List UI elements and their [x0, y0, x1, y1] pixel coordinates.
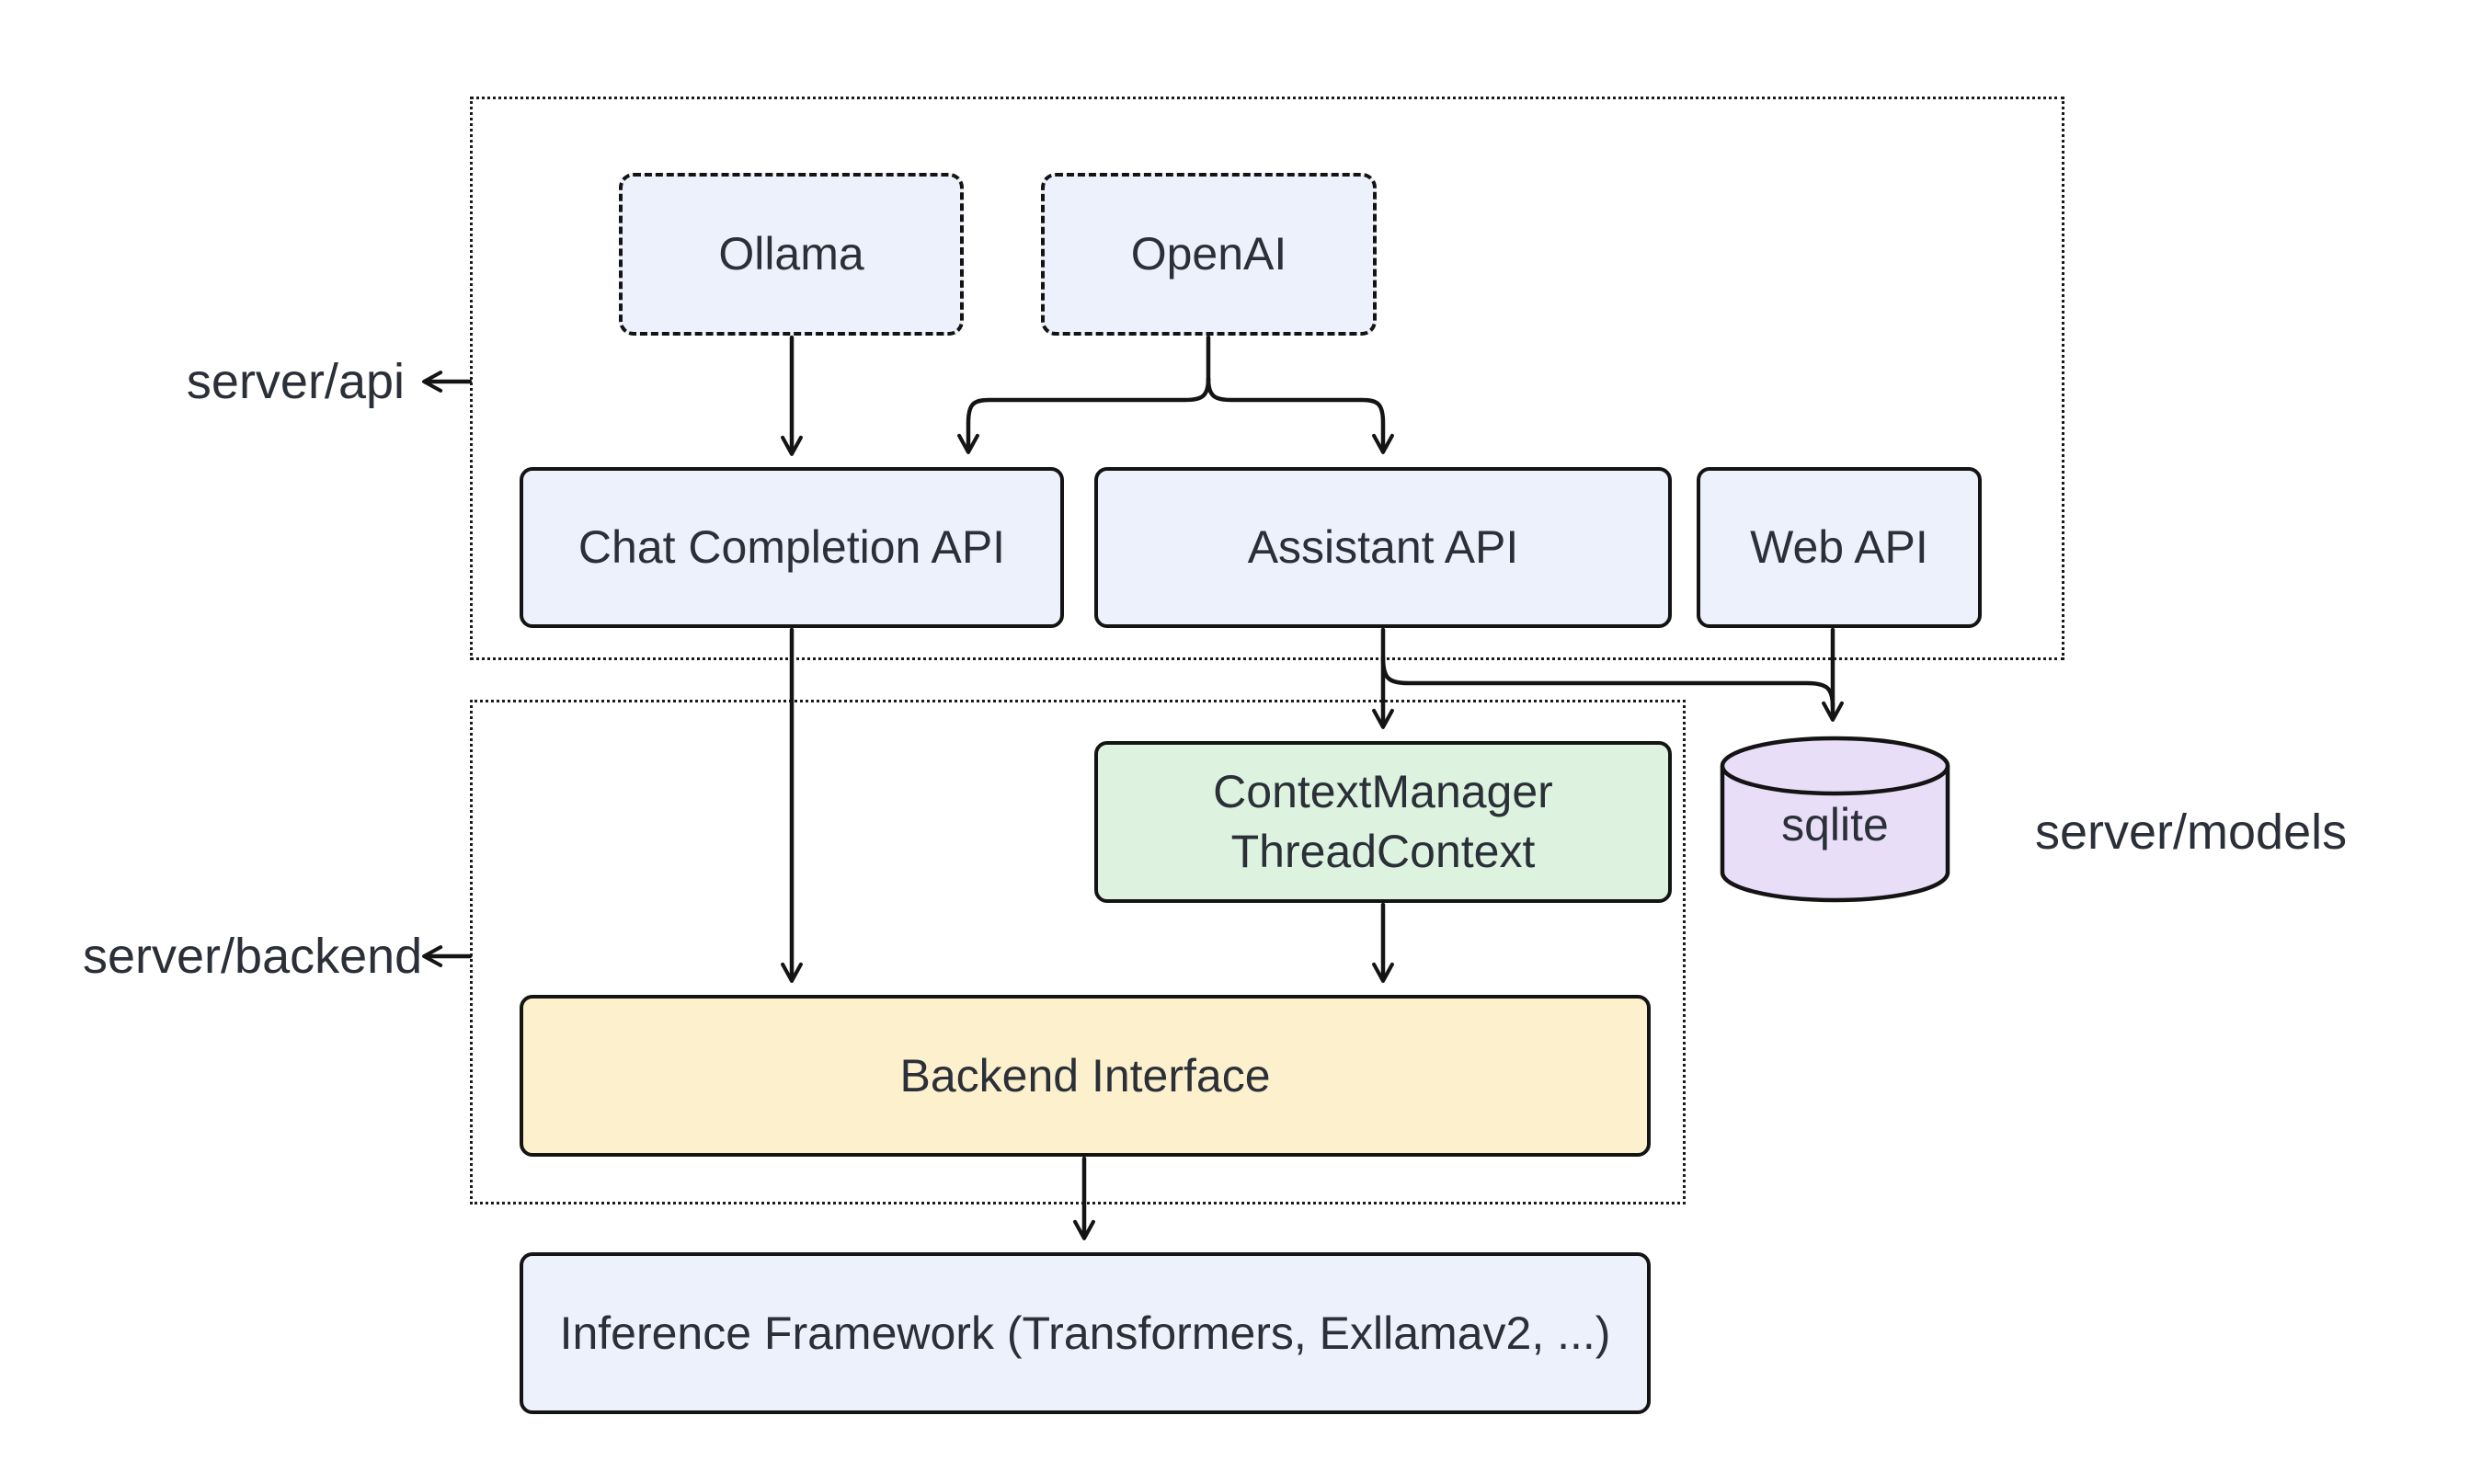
node-backend-interface-label: Backend Interface	[899, 1049, 1271, 1102]
node-web-api: Web API	[1697, 467, 1982, 628]
label-server-api: server/api	[186, 354, 405, 409]
node-chat-completion-api-label: Chat Completion API	[577, 521, 1006, 573]
arrow-openai-to-chat-api	[957, 376, 1211, 454]
node-ollama: Ollama	[619, 173, 964, 336]
node-context-manager-label: ContextManager ThreadContext	[1213, 762, 1553, 882]
node-chat-completion-api: Chat Completion API	[520, 467, 1064, 628]
node-backend-interface: Backend Interface	[520, 995, 1651, 1157]
node-ollama-label: Ollama	[718, 228, 864, 280]
arrow-assistant-api-to-sqlite	[1380, 655, 1835, 709]
node-inference-framework: Inference Framework (Transformers, Exlla…	[520, 1252, 1651, 1414]
node-openai: OpenAI	[1041, 173, 1377, 336]
database-cylinder-icon	[1720, 736, 1950, 903]
group-server-backend	[470, 700, 1686, 1204]
node-assistant-api: Assistant API	[1094, 467, 1672, 628]
node-web-api-label: Web API	[1750, 521, 1928, 573]
arrow-openai-to-assistant-api	[1206, 376, 1394, 454]
node-sqlite-label: sqlite	[1781, 799, 1889, 850]
label-server-models: server/models	[2035, 805, 2348, 860]
group-server-api	[470, 97, 2064, 660]
node-assistant-api-label: Assistant API	[1247, 521, 1519, 573]
context-manager-line1: ContextManager	[1213, 766, 1553, 817]
context-manager-line2: ThreadContext	[1230, 826, 1536, 877]
node-openai-label: OpenAI	[1130, 228, 1287, 280]
node-context-manager: ContextManager ThreadContext	[1094, 741, 1672, 903]
label-server-backend: server/backend	[83, 929, 423, 984]
node-sqlite: sqlite	[1718, 736, 1952, 903]
node-inference-framework-label: Inference Framework (Transformers, Exlla…	[559, 1307, 1611, 1359]
